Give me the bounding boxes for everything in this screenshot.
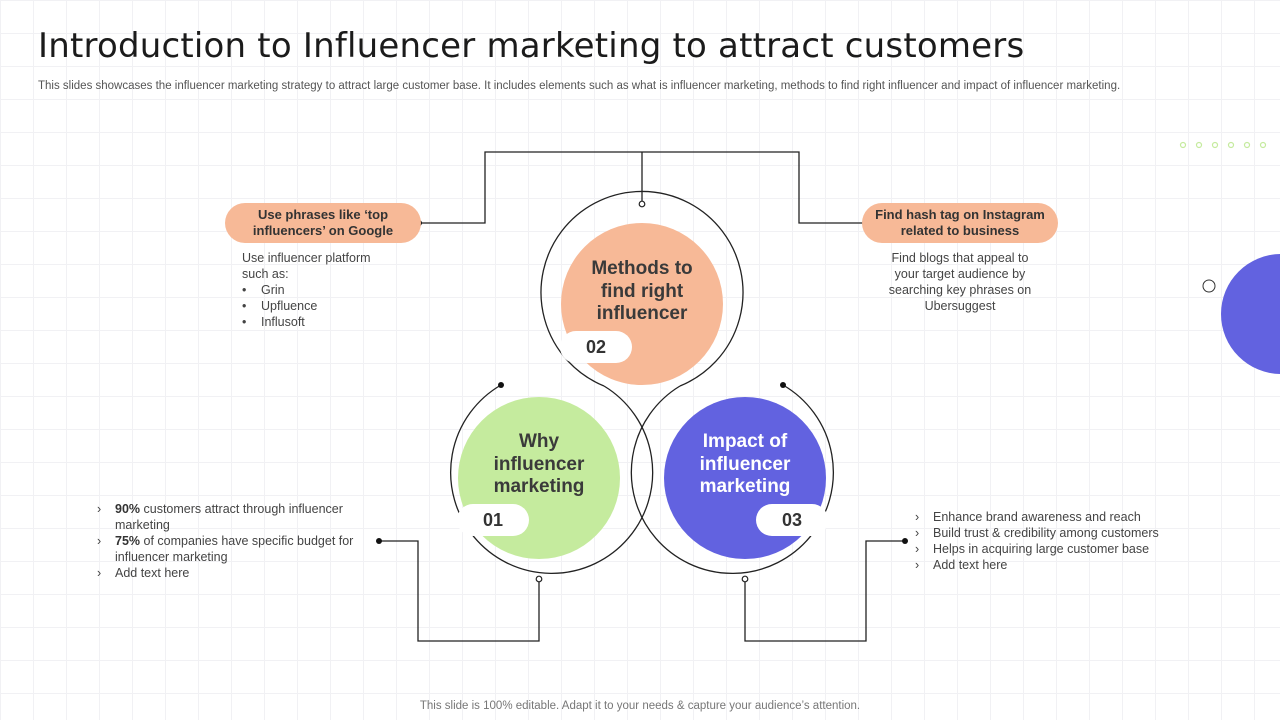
pill-instagram: Find hash tag on Instagram related to bu… — [862, 203, 1058, 243]
circle-why-number: 01 — [457, 504, 529, 536]
circle-methods-number: 02 — [560, 331, 632, 363]
why-item-text: of companies have specific budget for in… — [115, 534, 354, 564]
desc-blogs: Find blogs that appeal to your target au… — [888, 251, 1032, 313]
connector-bottom-right — [744, 540, 905, 642]
why-item-stat: 75% — [115, 534, 141, 548]
why-item-stat: 90% — [115, 502, 141, 516]
platform-list: Grin Upfluence Influsoft — [242, 282, 392, 330]
desc-why: 90% customers attract through influencer… — [97, 501, 369, 581]
impact-list: Enhance brand awareness and reach Build … — [915, 509, 1215, 573]
why-item: 75% of companies have specific budget fo… — [97, 533, 369, 565]
impact-item: Helps in acquiring large customer base — [915, 541, 1215, 557]
why-item-text: customers attract through influencer mar… — [115, 502, 343, 532]
ring-why — [450, 384, 654, 574]
connector-junctions — [535, 200, 749, 583]
pill-google: Use phrases like ‘top influencers’ on Go… — [225, 203, 421, 243]
page-title: Introduction to Influencer marketing to … — [38, 26, 1025, 66]
impact-item: Build trust & credibility among customer… — [915, 525, 1215, 541]
why-item: 90% customers attract through influencer… — [97, 501, 369, 533]
why-list: 90% customers attract through influencer… — [97, 501, 369, 581]
impact-item: Add text here — [915, 557, 1215, 573]
footer-note: This slide is 100% editable. Adapt it to… — [419, 700, 861, 712]
circle-impact-number: 03 — [756, 504, 828, 536]
platform-item: Grin — [242, 282, 392, 298]
platform-item: Influsoft — [242, 314, 392, 330]
circle-methods-label: Methods to find right influencer — [591, 258, 693, 324]
circle-why-label: Why influencer marketing — [493, 431, 585, 497]
why-item-text: Add text here — [115, 566, 190, 580]
decorative-disc — [1221, 254, 1280, 374]
why-item: Add text here — [97, 565, 369, 581]
ring-impact — [630, 384, 834, 574]
desc-impact: Enhance brand awareness and reach Build … — [915, 509, 1215, 573]
decorative-dots — [1179, 141, 1267, 149]
impact-item: Enhance brand awareness and reach — [915, 509, 1215, 525]
circle-impact-label: Impact of influencer marketing — [699, 431, 791, 497]
page-subtitle: This slides showcases the influencer mar… — [38, 80, 1121, 92]
platform-item: Upfluence — [242, 298, 392, 314]
desc-platforms-intro: Use influencer platform such as: — [242, 251, 371, 281]
connector-bottom-left — [379, 540, 540, 642]
decorative-ring — [1202, 279, 1216, 293]
desc-platforms: Use influencer platform such as: Grin Up… — [242, 250, 392, 330]
